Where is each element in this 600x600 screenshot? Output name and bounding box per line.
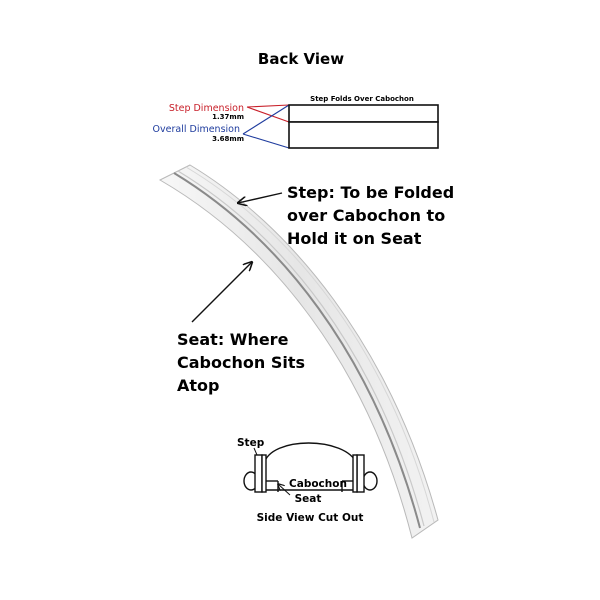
- side-view-caption: Side View Cut Out: [257, 512, 364, 524]
- side-step-label: Step: [237, 437, 265, 449]
- seat-callout-line-2: Cabochon Sits: [177, 353, 305, 372]
- right-step-wall: [356, 454, 365, 493]
- side-seat-label: Seat: [295, 493, 322, 505]
- step-profile-box: [288, 104, 439, 123]
- seat-callout-arrow: [191, 262, 252, 323]
- left-step-wall: [254, 454, 263, 493]
- step-dimension-leaders: [246, 104, 290, 123]
- bezel-wire-strip: [158, 164, 439, 539]
- step-callout-line-1: Step: To be Folded: [287, 183, 454, 202]
- step-callout-arrow: [238, 192, 283, 203]
- side-cabochon-label: Cabochon: [289, 478, 347, 490]
- overall-dimension-leaders: [242, 104, 290, 149]
- step-callout-line-2: over Cabochon to: [287, 206, 445, 225]
- seat-pointer: [278, 484, 291, 496]
- side-view-cutout: [243, 442, 378, 493]
- seat-callout-line-1: Seat: Where: [177, 330, 289, 349]
- step-pointer: [253, 447, 258, 456]
- page-title: Back View: [258, 50, 344, 68]
- step-callout-line-3: Hold it on Seat: [287, 229, 422, 248]
- seat-profile-box: [288, 121, 439, 149]
- step-dimension-value: 1.37mm: [212, 113, 244, 121]
- overall-dimension-value: 3.68mm: [212, 135, 244, 143]
- seat-callout-line-3: Atop: [177, 376, 219, 395]
- seat-groove: [173, 172, 421, 529]
- overall-dimension-label: Overall Dimension: [153, 124, 240, 135]
- step-dimension-label: Step Dimension: [169, 103, 244, 114]
- step-folds-label: Step Folds Over Cabochon: [310, 95, 414, 103]
